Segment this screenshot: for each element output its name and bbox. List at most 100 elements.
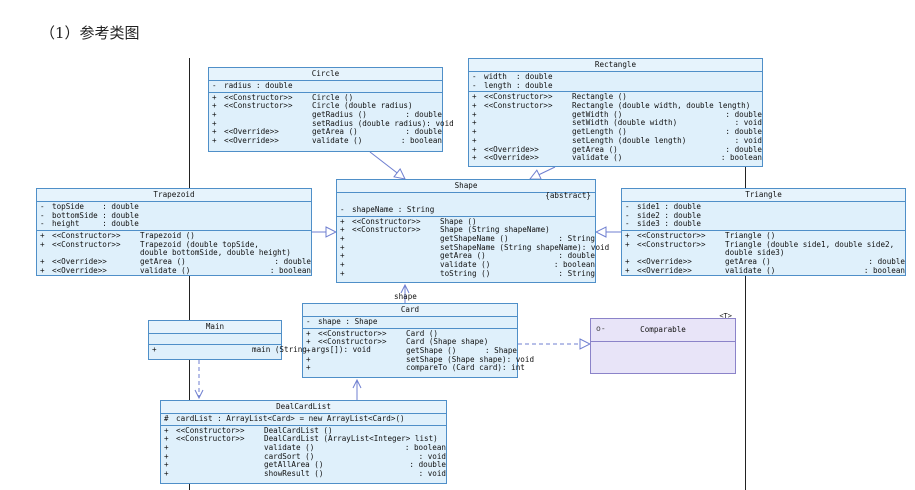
operation-row: +<<Constructor>>Trapezoid (double topSid…: [37, 240, 311, 250]
operation-row: +<<Override>>getArea (): double: [469, 144, 762, 155]
class-title: Card: [303, 304, 517, 317]
visibility: +: [472, 101, 477, 111]
attribute-row: -length : double: [469, 81, 762, 91]
class-circle[interactable]: Circle-radius : double+<<Constructor>>Ci…: [208, 67, 454, 152]
interface-comparable[interactable]: <T> o- Comparable: [590, 312, 736, 374]
visibility: +: [212, 101, 217, 111]
operations-section: +<<Constructor>>Shape ()+<<Constructor>>…: [337, 216, 609, 280]
member-type: : double: [725, 144, 762, 154]
visibility: +: [152, 345, 157, 354]
attribute-row: #cardList : ArrayList<Card> = new ArrayL…: [161, 414, 446, 424]
annotation: <<Override>>: [637, 257, 692, 267]
annotation: <<Constructor>>: [52, 231, 121, 241]
operation-row: +<<Constructor>>DealCardList (): [161, 426, 446, 436]
operation-row: +showResult (): void: [161, 469, 446, 479]
operation-row: double bottomSide, double height): [37, 249, 311, 258]
member-signature: validate (): [440, 260, 491, 270]
visibility: +: [340, 268, 345, 278]
annotation: <<Constructor>>: [224, 92, 293, 102]
visibility: +: [472, 153, 477, 163]
class-shape[interactable]: Shape{abstract}-shapeName : String+<<Con…: [336, 179, 609, 283]
visibility: +: [340, 234, 345, 244]
attributes-section: -side1 : double-side2 : double-side3 : d…: [622, 202, 905, 232]
member-type: : Shape: [484, 346, 517, 356]
annotation: [484, 111, 572, 120]
member-signature: setRadius (double radius): [312, 118, 427, 128]
member-signature: side1 : double: [637, 202, 702, 211]
operation-row: +getLength (): double: [469, 127, 762, 137]
member-type: : double: [274, 257, 311, 267]
visibility: -: [306, 317, 311, 326]
member-type: : String: [558, 268, 595, 278]
visibility: +: [212, 136, 217, 146]
member-type: : String: [558, 234, 595, 244]
member-signature: Shape (): [440, 216, 477, 226]
member-signature: getArea (): [312, 127, 358, 137]
class-triangle[interactable]: Triangle-side1 : double-side2 : double-s…: [621, 188, 906, 276]
annotation: <<Override>>: [52, 265, 107, 275]
class-rectangle[interactable]: Rectangle-width : double-length : double…: [468, 58, 763, 167]
visibility: -: [40, 202, 45, 211]
class-main[interactable]: Main+main (String args[]): void: [148, 320, 371, 360]
member-signature: height : double: [52, 219, 139, 229]
visibility: +: [212, 92, 217, 102]
visibility: +: [625, 257, 630, 267]
annotation: [318, 364, 406, 373]
visibility: -: [625, 219, 630, 229]
interface-title: Comparable: [591, 319, 735, 342]
member-signature: cardSort (): [264, 451, 315, 461]
member-signature: width : double: [484, 72, 553, 81]
operation-row: +<<Constructor>>Rectangle (): [469, 93, 762, 102]
member-type: : void: [581, 242, 610, 252]
member-signature: getArea (): [572, 144, 618, 154]
visibility: -: [625, 202, 630, 211]
visibility: +: [164, 443, 169, 453]
member-type: : boolean: [863, 265, 905, 275]
visibility: -: [625, 210, 630, 220]
member-signature: Card (): [406, 328, 439, 338]
annotation: <<Constructor>>: [637, 239, 706, 249]
member-type: : double: [405, 110, 442, 120]
operation-row: + getShapeName () : String: [337, 234, 595, 244]
annotation: <<Constructor>>: [318, 328, 387, 338]
visibility: +: [625, 265, 630, 275]
class-title: DealCardList: [161, 401, 446, 414]
operation-row: +setShape (Shape shape): void: [303, 355, 534, 365]
member-signature: getLength (): [572, 127, 627, 137]
class-trapezoid[interactable]: Trapezoid-topSide : double-bottomSide : …: [36, 188, 312, 276]
member-signature: Rectangle (double width, double length): [572, 101, 751, 111]
class-dealcardlist[interactable]: DealCardList#cardList : ArrayList<Card> …: [160, 400, 447, 484]
visibility: +: [472, 144, 477, 154]
operation-row: +<<Constructor>>Shape (): [337, 216, 595, 227]
operation-row: +getAllArea (): double: [161, 461, 446, 470]
visibility: +: [472, 109, 477, 119]
visibility: +: [472, 127, 477, 137]
member-type: : boolean: [404, 443, 446, 453]
interface-icon: o-: [596, 324, 606, 333]
type-parameter: <T>: [719, 312, 732, 320]
operation-row: +<<Override>>getArea (): double: [209, 128, 442, 137]
operation-row: +<<Override>>validate (): boolean: [469, 153, 762, 163]
visibility: +: [164, 460, 169, 470]
operations-section: +<<Constructor>>Rectangle ()+<<Construct…: [469, 92, 762, 164]
member-signature: topSide : double: [52, 202, 139, 211]
annotation: <<Constructor>>: [637, 231, 706, 241]
member-type: : double: [725, 109, 762, 119]
class-card[interactable]: Card-shape : Shape+<<Constructor>>Card (…: [302, 303, 534, 378]
member-signature: validate (): [725, 265, 776, 275]
member-signature: validate (): [572, 153, 623, 163]
annotation: <<Constructor>>: [318, 337, 387, 347]
member-signature: compareTo (Card card): [406, 363, 503, 373]
member-signature: shapeName : String: [352, 205, 435, 214]
member-signature: Trapezoid (): [140, 231, 195, 241]
annotation: [352, 261, 440, 270]
annotation: [352, 270, 440, 279]
operation-row: +getArea (): double: [337, 252, 595, 261]
attributes-section: -shape : Shape: [303, 317, 517, 329]
visibility: +: [472, 118, 477, 128]
member-signature: setShapeName (String shapeName): [440, 242, 582, 252]
visibility: +: [625, 239, 630, 249]
attributes-section: -topSide : double-bottomSide : double-he…: [37, 202, 311, 232]
member-signature: getShapeName (): [440, 234, 509, 244]
